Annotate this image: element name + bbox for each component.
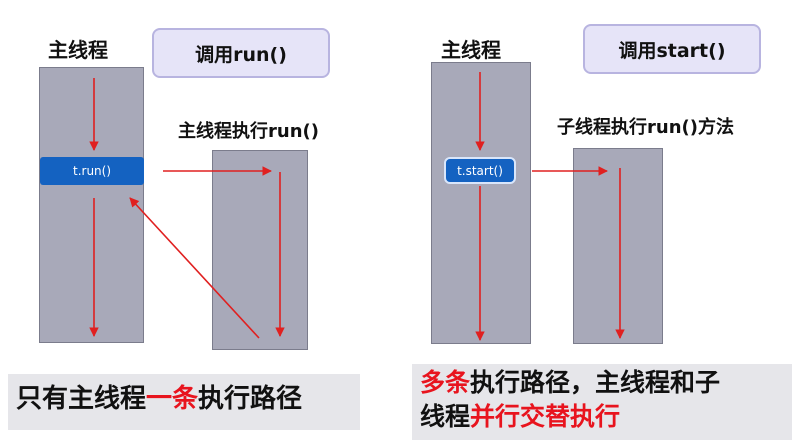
right-note-highlight2: 并行交替执行 <box>470 401 621 431</box>
right-exec-label: 子线程执行run()方法 <box>557 117 734 138</box>
right-note-highlight1: 多条 <box>420 368 471 397</box>
left-note-part2: 执行路径 <box>198 384 303 414</box>
right-note: 多条执行路径，主线程和子 线程并行交替执行 <box>412 364 792 440</box>
right-main-thread-column <box>431 62 531 344</box>
left-exec-label: 主线程执行run() <box>178 121 319 142</box>
left-main-thread-label: 主线程 <box>48 38 108 62</box>
right-note-part1: 执行路径，主线程和子 <box>470 368 721 397</box>
right-child-thread-column <box>573 148 663 344</box>
left-note-part1: 只有主线程 <box>16 384 147 414</box>
left-run-call-tag: t.run() <box>40 157 144 185</box>
left-main-thread-column <box>39 67 144 343</box>
right-note-part2: 线程 <box>420 401 471 431</box>
left-return-arrow <box>129 197 260 339</box>
left-run-column <box>212 150 308 350</box>
right-start-call-tag: t.start() <box>444 157 516 184</box>
right-main-thread-label: 主线程 <box>441 38 501 62</box>
left-call-run-box: 调用run() <box>152 28 330 78</box>
left-note-highlight: 一条 <box>146 384 199 414</box>
right-call-start-box: 调用start() <box>583 24 761 74</box>
left-note: 只有主线程一条执行路径 <box>8 374 360 430</box>
